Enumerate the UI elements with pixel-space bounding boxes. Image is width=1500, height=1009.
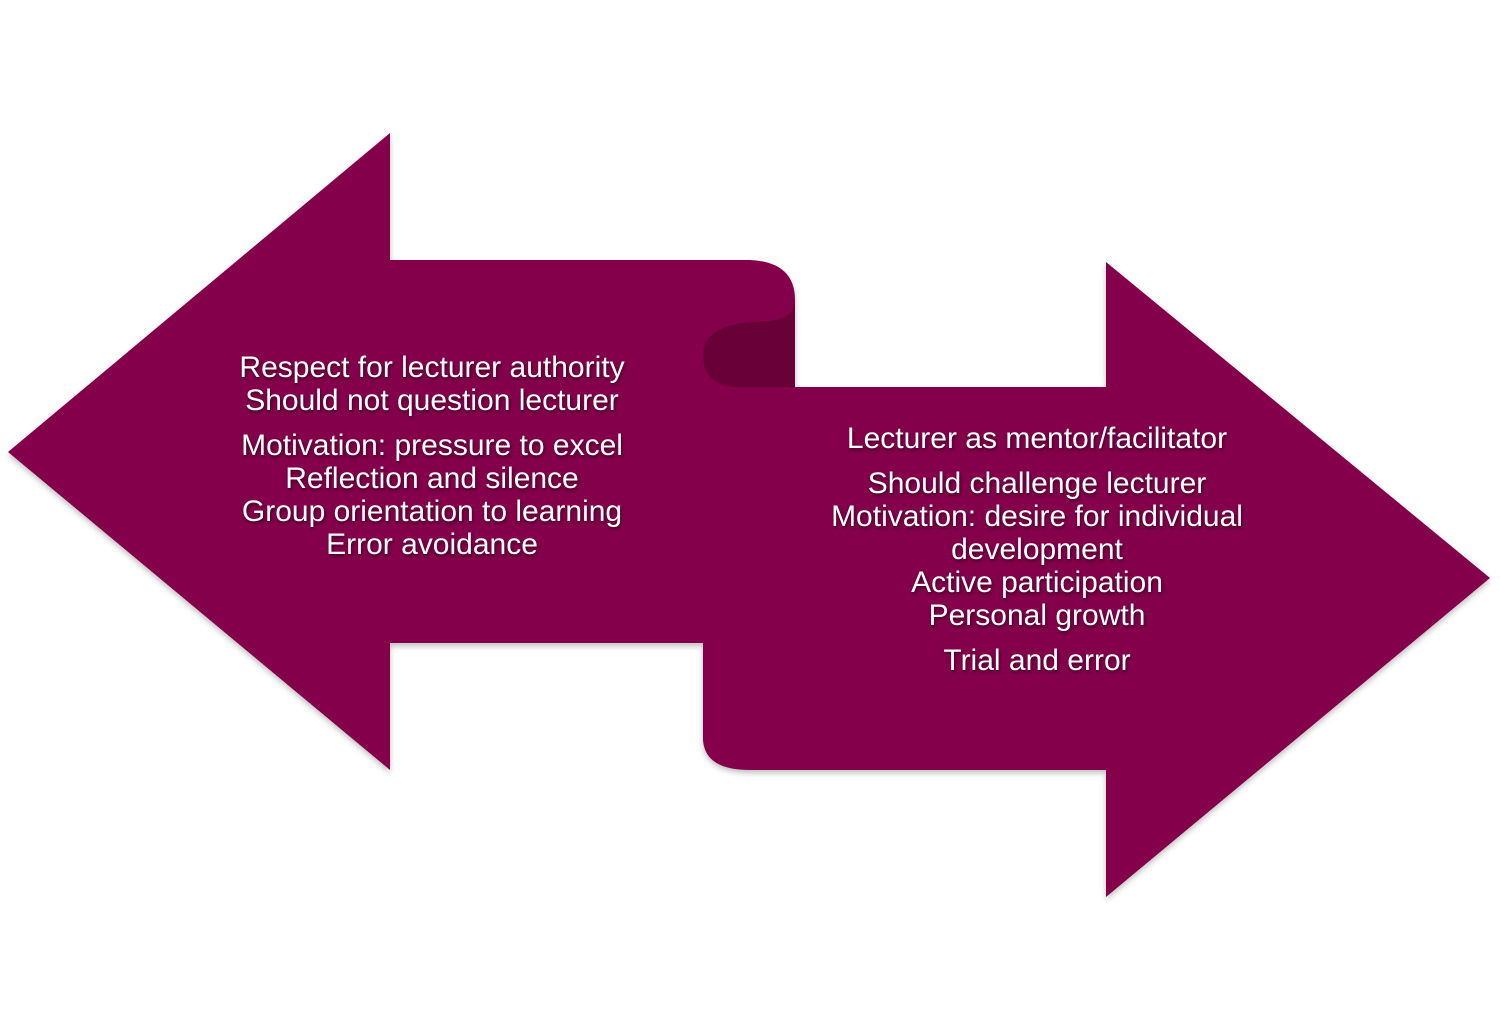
right-line-mentor: Lecturer as mentor/facilitator [846, 422, 1228, 455]
left-line-should-not-question: Should not question lecturer [245, 384, 619, 417]
left-line-reflection: Reflection and silence [285, 462, 579, 495]
right-line-personal-growth: Personal growth [928, 599, 1146, 632]
left-line-motivation: Motivation: pressure to excel [241, 429, 623, 462]
left-line-group-orientation: Group orientation to learning [241, 495, 623, 528]
left-line-error-avoidance: Error avoidance [326, 528, 538, 561]
fold-shadow [703, 300, 795, 387]
left-line-respect-authority: Respect for lecturer authority [239, 351, 625, 384]
right-arrow-text: Lecturer as mentor/facilitator Should ch… [797, 422, 1277, 677]
left-arrow-shape [8, 133, 795, 770]
right-line-active-participation: Active participation [911, 566, 1163, 599]
left-arrow-text: Respect for lecturer authority Should no… [212, 351, 652, 561]
right-arrow-shape [703, 262, 1490, 897]
right-line-should-challenge: Should challenge lecturer [867, 467, 1207, 500]
right-line-motivation: Motivation: desire for individual develo… [831, 500, 1243, 566]
right-line-trial-error: Trial and error [943, 644, 1131, 677]
